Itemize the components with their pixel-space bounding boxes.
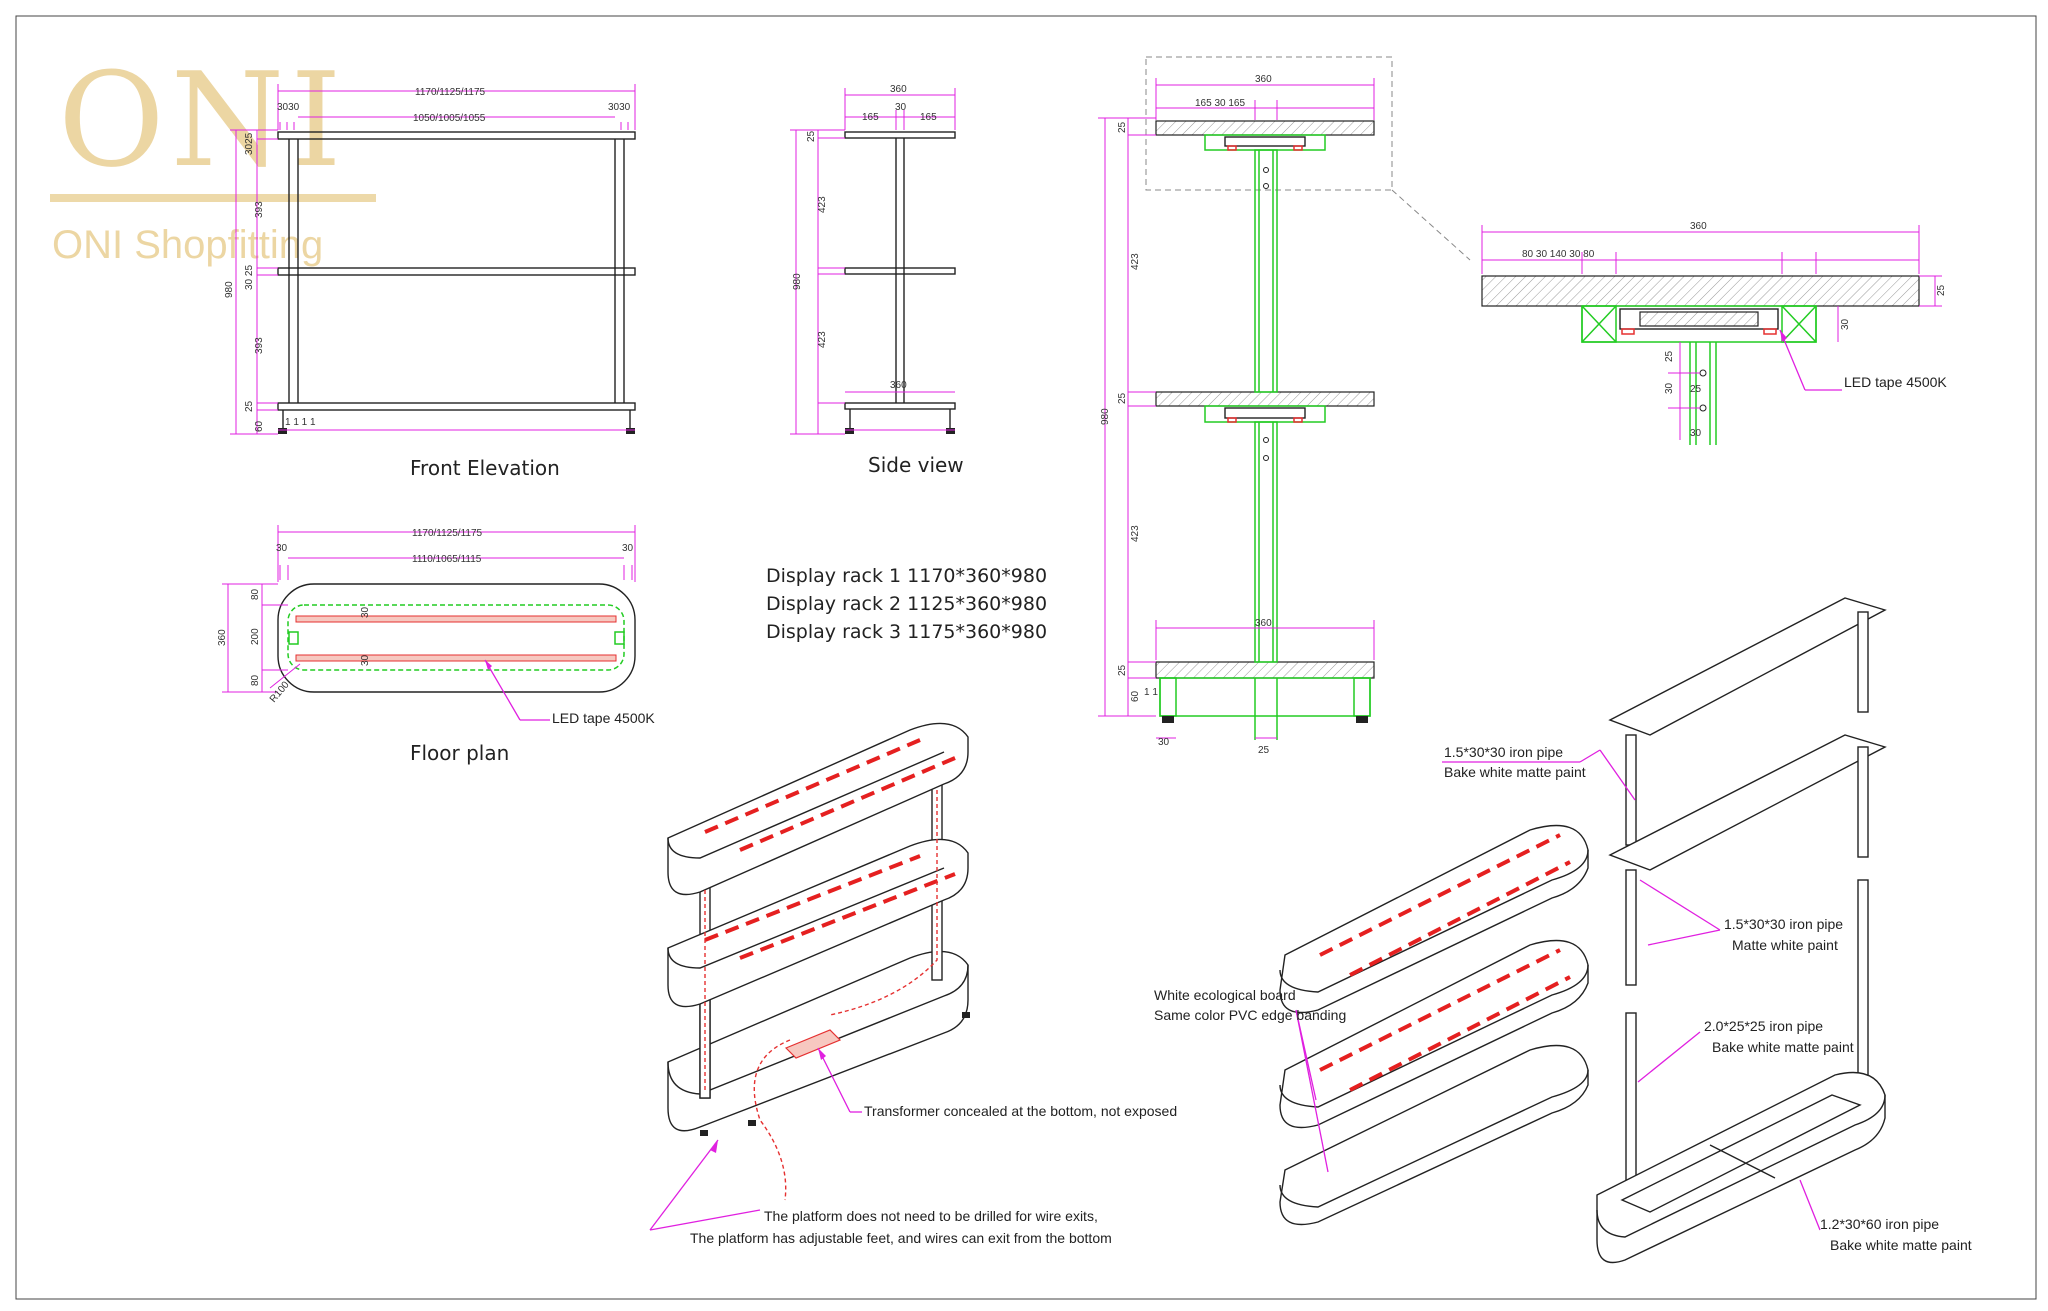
sec-g2: 423 [1130, 525, 1141, 542]
side-view-title: Side view [868, 453, 964, 477]
front-h2: 393 [254, 337, 265, 354]
detail-view: 360 80 30 140 30 80 25 30 25 30 25 30 LE… [1481, 221, 1947, 445]
side-right: 165 [920, 112, 937, 123]
note-transformer: Transformer concealed at the bottom, not… [864, 1103, 1177, 1119]
assembled-isometric: Transformer concealed at the bottom, not… [649, 722, 1177, 1246]
front-bottom: 25 [244, 400, 255, 412]
plan-led-label: LED tape 4500K [552, 710, 655, 726]
plan-c: 80 [250, 674, 261, 686]
det-rail: 30 [1840, 318, 1851, 330]
sec-total: 980 [1100, 408, 1111, 425]
section-view: 360 165 30 165 980 25 423 25 423 25 60 3… [1098, 56, 1471, 756]
sec-g1: 423 [1130, 253, 1141, 270]
brand-logo: ONI ONI Shopfitting [50, 44, 376, 267]
note-board-2: Same color PVC edge banding [1154, 1007, 1346, 1023]
note-board-1: White ecological board [1154, 987, 1296, 1003]
side-base: 360 [890, 380, 907, 391]
sec-pipe-w: 25 [1258, 745, 1270, 756]
sec-top: 25 [1117, 121, 1128, 133]
note-pipe1-1: 1.5*30*30 iron pipe [1444, 744, 1563, 760]
front-elevation-title: Front Elevation [410, 456, 560, 480]
floor-plan: 1170/1125/1175 30 30 1110/1065/1115 360 … [217, 525, 655, 765]
sheet-border [15, 15, 2037, 1300]
side-height: 980 [792, 273, 803, 290]
side-view: 360 165 30 165 980 25 423 423 360 Side v… [790, 84, 964, 477]
sec-mid: 25 [1117, 392, 1128, 404]
side-gap2: 423 [817, 331, 828, 348]
logo-mark: ONI [58, 44, 348, 196]
plan-depth: 360 [217, 629, 228, 646]
plan-b: 200 [250, 628, 261, 645]
spec-rack-1: Display rack 1 1170*360*980 [766, 565, 1047, 587]
plan-radius: R100 [268, 679, 292, 705]
front-overall-width: 1170/1125/1175 [415, 87, 486, 98]
front-mid-side: 30 25 [244, 265, 255, 290]
det-split: 80 30 140 30 80 [1522, 249, 1595, 260]
sec-post-w: 30 [1158, 737, 1170, 748]
side-width: 360 [890, 84, 907, 95]
note-pipe3-2: Bake white matte paint [1712, 1039, 1854, 1055]
front-right-ends: 3030 [608, 102, 631, 113]
note-pipe2-2: Matte white paint [1732, 937, 1838, 953]
det-led-label: LED tape 4500K [1844, 374, 1947, 390]
spec-rack-2: Display rack 2 1125*360*980 [766, 593, 1047, 615]
front-height: 980 [224, 281, 235, 298]
sec-width: 360 [1255, 74, 1272, 85]
sec-ticks: 1 1 [1144, 687, 1158, 698]
note-pipe4-1: 1.2*30*60 iron pipe [1820, 1216, 1939, 1232]
exploded-isometric: 1.5*30*30 iron pipe Bake white matte pai… [1154, 597, 1972, 1264]
front-elevation: 1170/1125/1175 1050/1005/1055 3030 3030 … [224, 84, 636, 480]
side-post: 30 [895, 102, 907, 113]
sec-split: 165 30 165 [1195, 98, 1245, 109]
plan-left: 30 [276, 543, 288, 554]
plan-width: 1170/1125/1175 [412, 528, 483, 539]
sec-base-width: 360 [1255, 618, 1272, 629]
sec-feet: 60 [1130, 690, 1141, 702]
plan-gap-top: 30 [360, 606, 371, 618]
note-pipe2-1: 1.5*30*30 iron pipe [1724, 916, 1843, 932]
det-p4: 30 [1690, 428, 1702, 439]
sec-bot: 25 [1117, 664, 1128, 676]
note-platform-1: The platform does not need to be drilled… [764, 1208, 1098, 1224]
logo-subtitle: ONI Shopfitting [52, 223, 323, 267]
note-pipe1-2: Bake white matte paint [1444, 764, 1586, 780]
spec-rack-3: Display rack 3 1175*360*980 [766, 621, 1047, 643]
det-board: 25 [1936, 284, 1947, 296]
side-left: 165 [862, 112, 879, 123]
side-shelf: 25 [806, 130, 817, 142]
side-gap1: 423 [817, 196, 828, 213]
note-platform-2: The platform has adjustable feet, and wi… [690, 1230, 1112, 1246]
front-top-side: 3025 [244, 132, 255, 155]
det-p1: 25 [1664, 350, 1675, 362]
plan-right: 30 [622, 543, 634, 554]
det-width: 360 [1690, 221, 1707, 232]
front-inner-width: 1050/1005/1055 [413, 113, 486, 124]
note-pipe4-2: Bake white matte paint [1830, 1237, 1972, 1253]
note-pipe3-1: 2.0*25*25 iron pipe [1704, 1018, 1823, 1034]
front-feet: 60 [254, 420, 265, 432]
plan-inner: 1110/1065/1115 [412, 554, 482, 565]
front-foot-ticks: 1 1 1 1 [285, 417, 316, 428]
det-p2: 30 [1664, 382, 1675, 394]
rack-spec-list: Display rack 1 1170*360*980 Display rack… [766, 565, 1047, 643]
plan-a: 80 [250, 588, 261, 600]
floor-plan-title: Floor plan [410, 741, 509, 765]
front-left-ends: 3030 [277, 102, 300, 113]
plan-gap-bottom: 30 [360, 654, 371, 666]
det-p3: 25 [1690, 384, 1702, 395]
front-h1: 393 [254, 201, 265, 218]
